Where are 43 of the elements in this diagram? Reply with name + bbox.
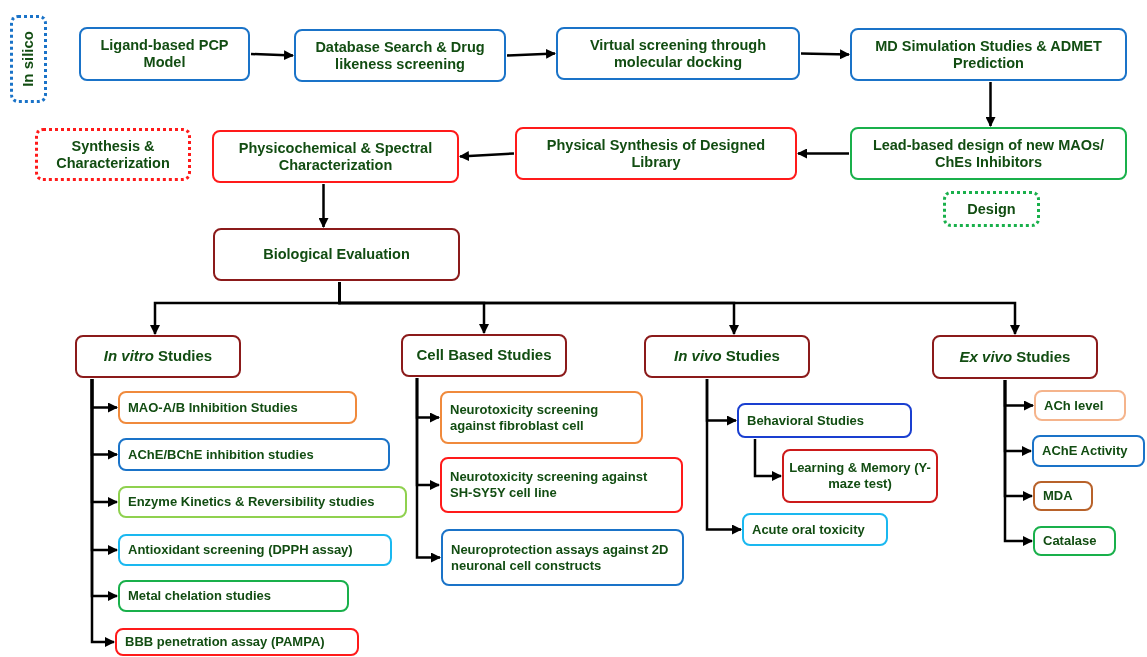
arrow <box>90 379 115 647</box>
arrow <box>800 49 850 60</box>
arrow <box>797 148 849 159</box>
process-box: Biological Evaluation <box>213 228 460 281</box>
process-box: Metal chelation studies <box>118 580 349 612</box>
arrow <box>506 48 556 59</box>
process-box: Neurotoxicity screening against SH-SY5Y cell line <box>440 457 683 513</box>
process-box: Acute oral toxicity <box>742 513 888 546</box>
process-box: Cell Based Studies <box>401 334 567 377</box>
process-box: Neurotoxicity screening against fibroblast cell <box>440 391 643 444</box>
process-box: Learning & Memory (Y-maze test) <box>782 449 938 503</box>
arrow <box>459 151 515 161</box>
process-box: MAO-A/B Inhibition Studies <box>118 391 357 424</box>
process-box: In vivo Studies <box>644 335 810 378</box>
process-box: Neuroprotection assays against 2D neuronal cell constructs <box>441 529 684 586</box>
process-box: Physicochemical & Spectral Characterization <box>212 130 459 183</box>
process-box: MD Simulation Studies & ADMET Prediction <box>850 28 1127 81</box>
stage-label-box: In silico <box>10 15 47 103</box>
process-box: Physical Synthesis of Designed Library <box>515 127 797 180</box>
process-box: BBB penetration assay (PAMPA) <box>115 628 359 656</box>
stage-label-box: Synthesis & Characterization <box>35 128 191 181</box>
arrow <box>415 378 441 563</box>
arrow <box>753 439 782 481</box>
process-box: Behavioral Studies <box>737 403 912 438</box>
process-box: Virtual screening through molecular docking <box>556 27 800 80</box>
process-box: Database Search & Drug likeness screening <box>294 29 506 82</box>
process-box: AChE Activity <box>1032 435 1145 467</box>
arrow <box>985 82 996 127</box>
process-box: Lead-based design of new MAOs/ ChEs Inhibitors <box>850 127 1127 180</box>
process-box: Catalase <box>1033 526 1116 556</box>
stage-label-box: Design <box>943 191 1040 227</box>
process-box: MDA <box>1033 481 1093 511</box>
process-box: ACh level <box>1034 390 1126 421</box>
process-box: AChE/BChE inhibition studies <box>118 438 390 471</box>
process-box: Enzyme Kinetics & Reversibility studies <box>118 486 407 518</box>
process-box: Ex vivo Studies <box>932 335 1098 379</box>
arrow <box>1003 380 1033 546</box>
arrow <box>318 184 329 228</box>
arrow <box>705 379 742 535</box>
process-box: Ligand-based PCP Model <box>79 27 250 81</box>
arrow <box>250 50 294 61</box>
process-box: Antioxidant screening (DPPH assay) <box>118 534 392 566</box>
process-box: In vitro Studies <box>75 335 241 378</box>
